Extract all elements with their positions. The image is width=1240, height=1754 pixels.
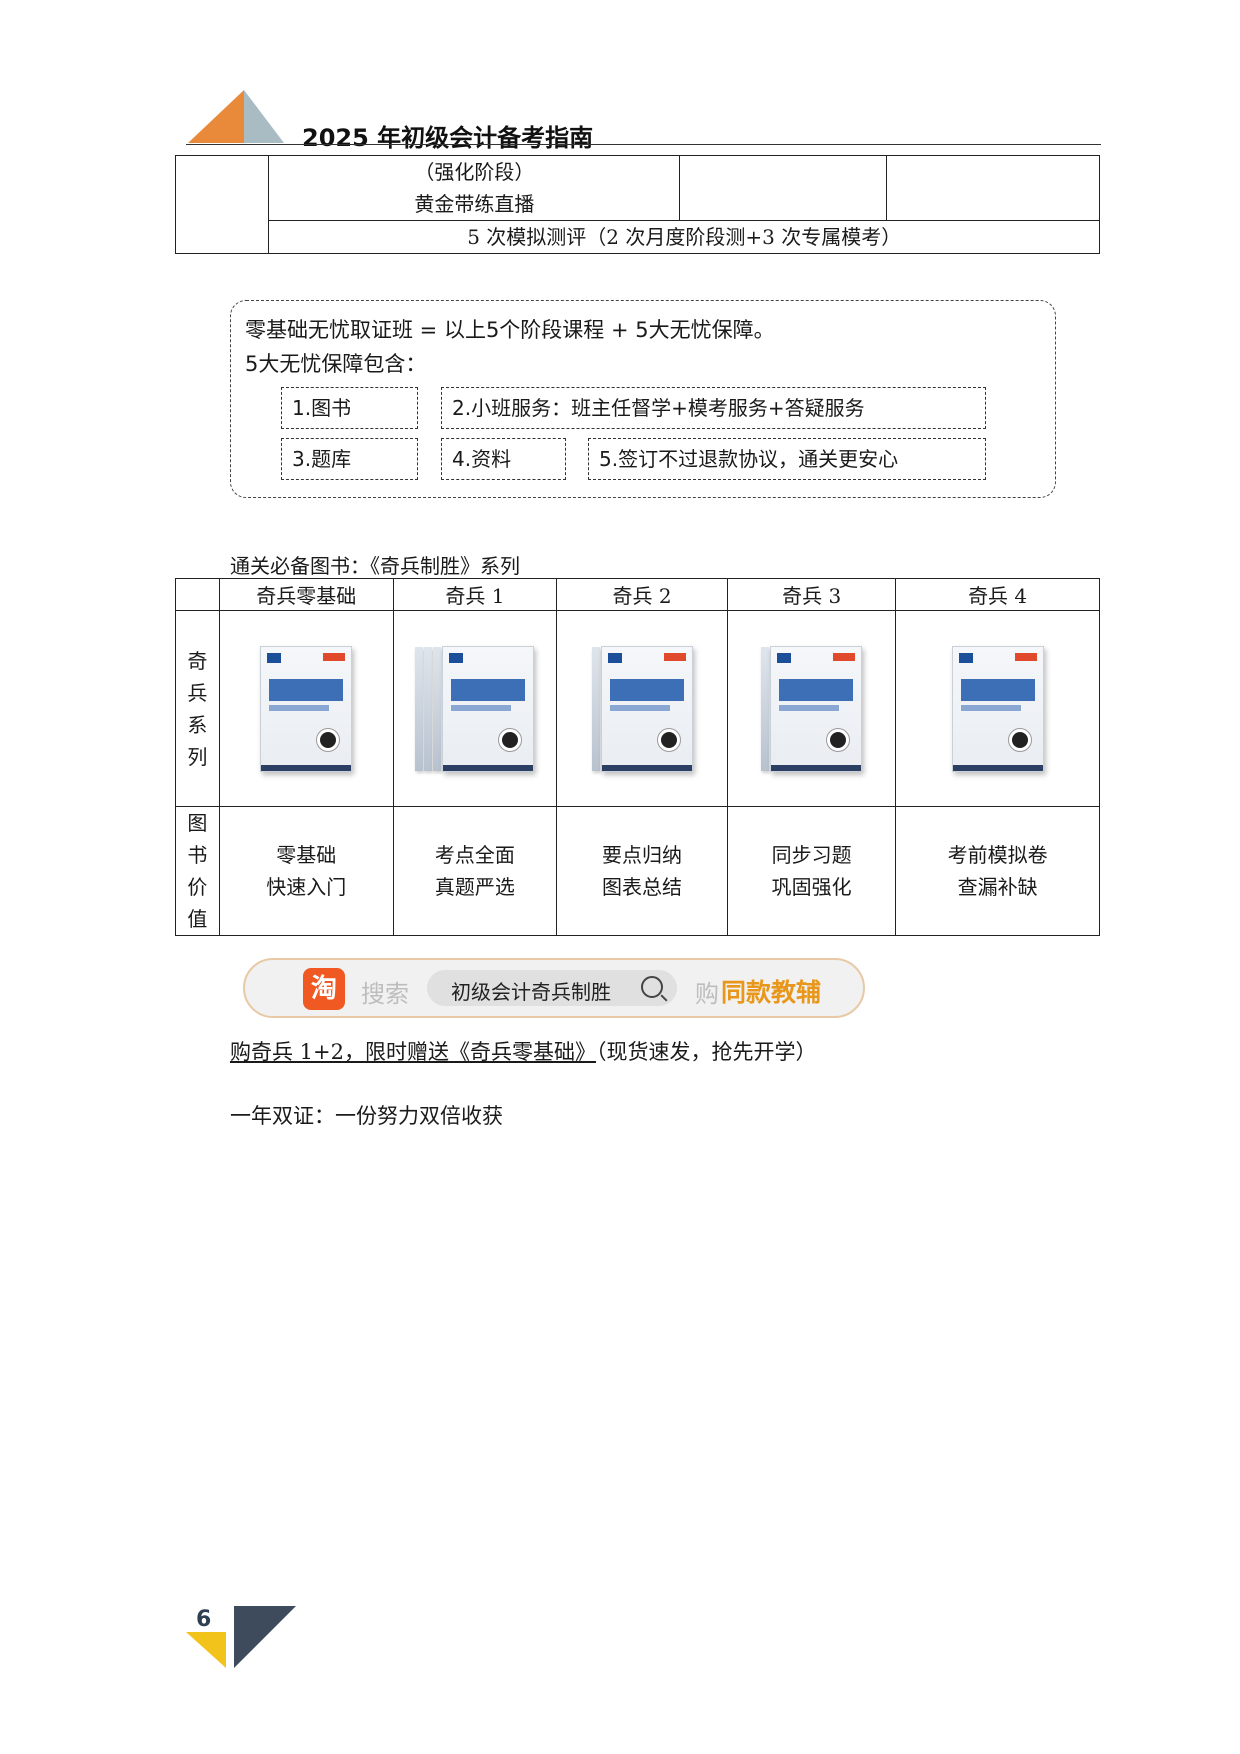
eval-cell: 5 次模拟测评（2 次月度阶段测+3 次专属模考）: [268, 220, 1100, 254]
book-cover-cell: [392, 610, 557, 807]
row-label-char: 奇: [187, 648, 208, 673]
promo-text: 购奇兵 1+2，限时赠送《奇兵零基础》（现货速发，抢先开学）: [230, 1036, 817, 1066]
guarantee-item-materials: 4.资料: [441, 438, 566, 480]
book-value-cell: 零基础快速入门: [218, 806, 394, 936]
column-header: 奇兵 1: [392, 578, 557, 611]
value-line: 考点全面: [434, 843, 515, 867]
book-cover-image: [770, 645, 863, 772]
row-label-char: 价: [187, 875, 208, 899]
buy-label: 购: [695, 980, 719, 1008]
guarantee-item-refund: 5.签订不过退款协议，通关更安心: [588, 438, 986, 480]
header-logo-icon: [188, 90, 284, 143]
book-cover-image: [951, 645, 1044, 772]
table-cell: [679, 155, 888, 221]
row-label-char: 书: [187, 843, 208, 867]
value-line: 零基础: [276, 843, 337, 867]
column-header: 奇兵 3: [727, 578, 897, 611]
table-cell: [886, 155, 1100, 221]
guarantee-box: [230, 300, 1056, 498]
row-label-value: 图 书 价 值: [175, 806, 220, 936]
promo-link[interactable]: 购奇兵 1+2，限时赠送《奇兵零基础》: [230, 1040, 596, 1064]
search-input[interactable]: 初级会计奇兵制胜: [427, 970, 677, 1006]
books-table: 奇兵零基础 奇兵 1 奇兵 2 奇兵 3 奇兵 4 奇 兵 系 列 图: [175, 578, 1100, 936]
value-line: 真题严选: [434, 875, 515, 899]
book-cover-cell: [555, 610, 729, 807]
book-cover-cell: [895, 610, 1100, 807]
book-cover-image: [260, 645, 353, 772]
taobao-search-banner[interactable]: 淘 搜索 初级会计奇兵制胜 购 同款教辅: [243, 958, 865, 1018]
books-caption: 通关必备图书：《奇兵制胜》系列: [230, 554, 520, 578]
table-cell: （强化阶段） 黄金带练直播: [268, 155, 681, 221]
search-icon: [641, 976, 663, 998]
buy-same-label: 同款教辅: [721, 978, 822, 1007]
row-label-char: 图: [187, 811, 208, 835]
row-label-char: 兵: [187, 680, 208, 705]
row-label-series: 奇 兵 系 列: [175, 610, 220, 807]
book-cover-image: [442, 645, 535, 772]
guarantee-subtitle: 5大无忧保障包含：: [245, 352, 427, 376]
search-label: 搜索: [361, 980, 409, 1008]
taobao-icon: 淘: [303, 968, 345, 1010]
table-cell: [174, 155, 270, 254]
book-cover-image: [600, 645, 693, 772]
column-header: 奇兵 2: [555, 578, 729, 611]
book-cover-cell: [218, 610, 394, 807]
guarantee-item-question-bank: 3.题库: [281, 438, 418, 480]
cert-line: 一年双证：一份努力双倍收获: [230, 1104, 503, 1128]
header-divider: [186, 144, 1101, 145]
guarantee-item-books: 1.图书: [281, 387, 418, 429]
value-line: 要点归纳: [602, 843, 683, 867]
search-query: 初级会计奇兵制胜: [451, 980, 611, 1004]
stage-label: （强化阶段）: [414, 160, 535, 184]
table-cell: [175, 578, 220, 611]
value-line: 图表总结: [602, 875, 683, 899]
row-label-char: 列: [187, 744, 208, 769]
row-label-char: 值: [187, 907, 208, 931]
value-line: 巩固强化: [771, 875, 852, 899]
value-line: 考前模拟卷: [947, 843, 1048, 867]
guarantee-item-class-service: 2.小班服务：班主任督学+模考服务+答疑服务: [441, 387, 986, 429]
value-line: 同步习题: [771, 843, 852, 867]
footer-corner-icon: [186, 1606, 296, 1668]
schedule-table: （强化阶段） 黄金带练直播 5 次模拟测评（2 次月度阶段测+3 次专属模考）: [174, 155, 1100, 254]
book-value-cell: 考前模拟卷查漏补缺: [895, 806, 1100, 936]
book-value-cell: 要点归纳图表总结: [555, 806, 729, 936]
column-header: 奇兵零基础: [218, 578, 394, 611]
value-line: 快速入门: [266, 875, 347, 899]
page-title: 2025 年初级会计备考指南: [302, 124, 594, 152]
value-line: 查漏补缺: [957, 875, 1038, 899]
promo-note: （现货速发，抢先开学）: [596, 1040, 817, 1064]
row-label-char: 系: [187, 712, 208, 737]
guarantee-summary: 零基础无忧取证班 = 以上5个阶段课程 + 5大无忧保障。: [245, 318, 775, 342]
book-value-cell: 同步习题巩固强化: [727, 806, 897, 936]
book-value-cell: 考点全面真题严选: [392, 806, 557, 936]
book-cover-cell: [727, 610, 897, 807]
column-header: 奇兵 4: [895, 578, 1100, 611]
page-number: 6: [196, 1607, 212, 1632]
stage-name: 黄金带练直播: [414, 192, 535, 216]
